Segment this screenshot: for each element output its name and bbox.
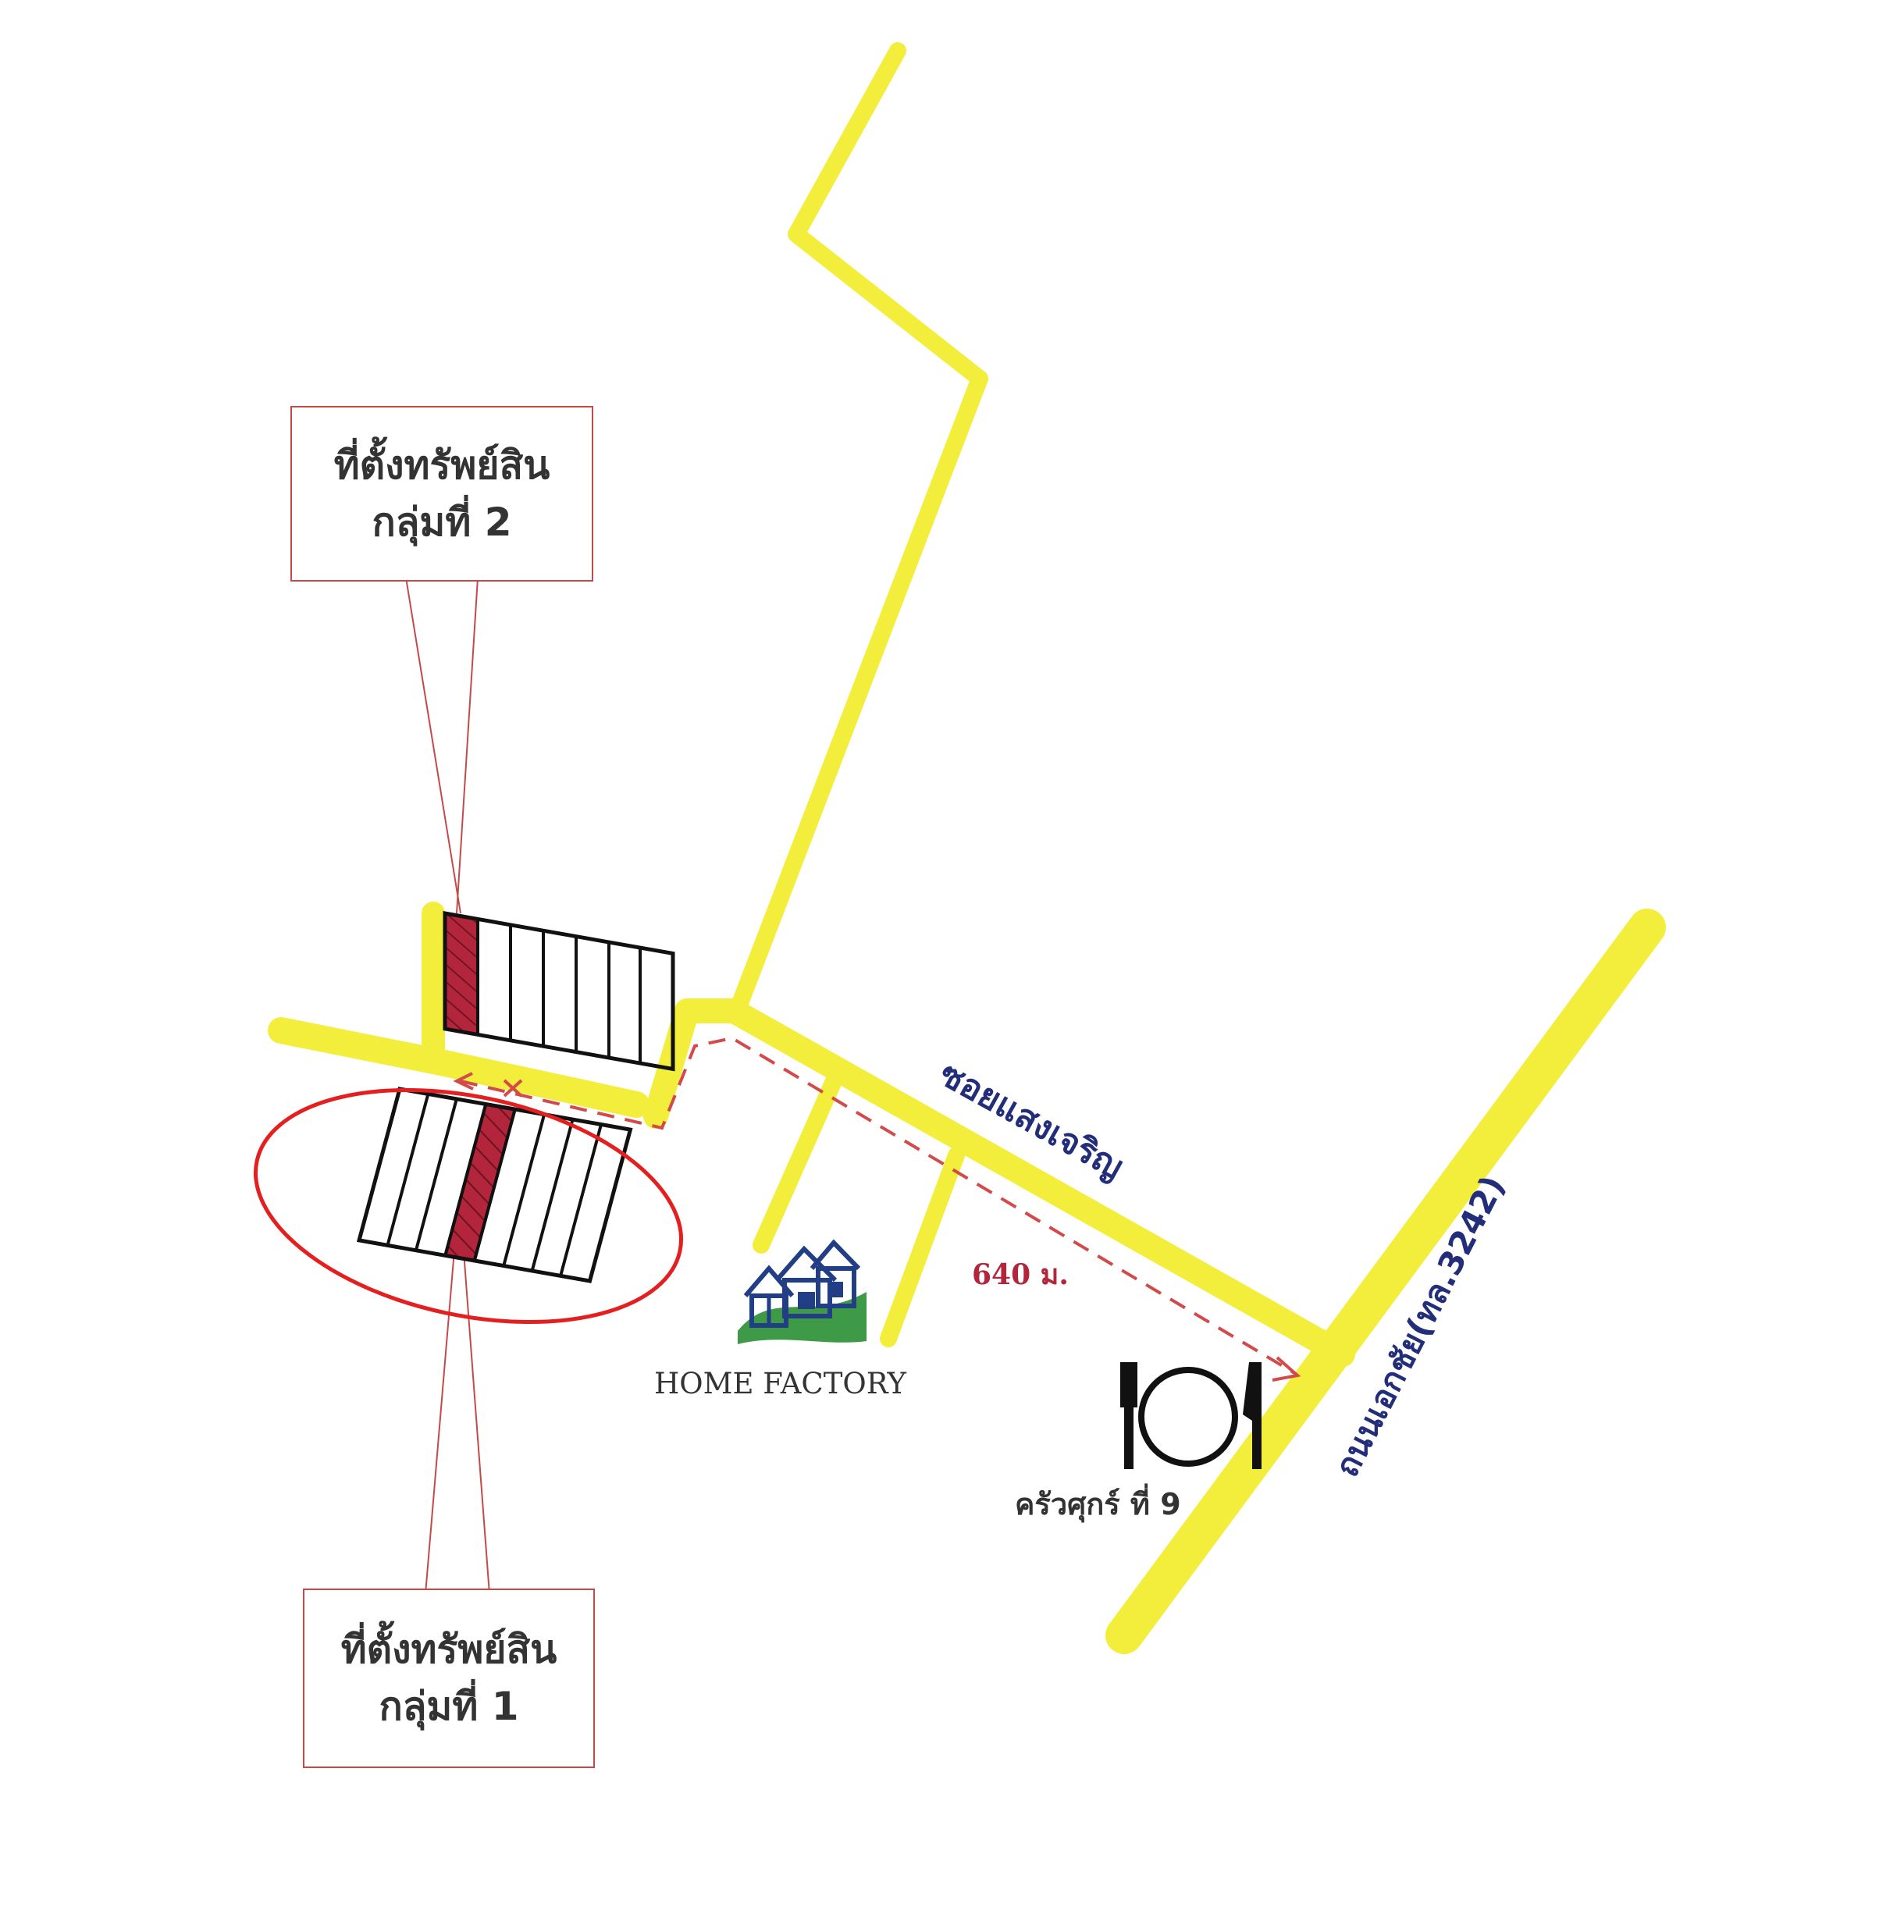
callout-group-1-line1: ที่ตั้งทรัพย์สิน	[340, 1627, 557, 1672]
route-start-marker	[503, 1079, 523, 1098]
home-factory-label: HOME FACTORY	[654, 1367, 906, 1400]
highlighted-lot-group-2	[443, 911, 479, 1037]
ekachai-road	[1105, 909, 1666, 1654]
lot-block-group-2	[443, 911, 675, 1072]
roads	[268, 42, 1666, 1654]
distance-label: 640 ม.	[972, 1258, 1069, 1291]
house-logo-icon	[738, 1239, 867, 1344]
callout-group-2: ที่ตั้งทรัพย์สิน กลุ่มที่ 2	[290, 406, 593, 582]
north-road	[731, 42, 988, 1012]
branch-road-1	[753, 1073, 842, 1254]
lot-block-group-1	[356, 1087, 633, 1283]
west-road	[268, 1017, 649, 1118]
branch-road-2	[880, 1147, 965, 1347]
restaurant-label: ครัวศุกร์ ที่ 9	[1015, 1483, 1181, 1523]
callout-leaders	[405, 577, 490, 1595]
callout-group-2-line2: กลุ่มที่ 2	[372, 499, 512, 545]
route-arrow-left-icon	[453, 1072, 474, 1091]
route-arrow-right-icon	[1272, 1356, 1301, 1382]
callout-group-2-line1: ที่ตั้งทรัพย์สิน	[333, 442, 550, 488]
callout-group-1: ที่ตั้งทรัพย์สิน กลุ่มที่ 1	[303, 1589, 595, 1768]
route-line	[460, 1036, 1297, 1375]
fork-plate-knife-icon	[1120, 1362, 1262, 1469]
soi-saengcharoen-road	[643, 998, 1355, 1367]
callout-group-1-line2: กลุ่มที่ 1	[379, 1684, 519, 1729]
group-1-highlight-circle	[253, 1087, 684, 1325]
